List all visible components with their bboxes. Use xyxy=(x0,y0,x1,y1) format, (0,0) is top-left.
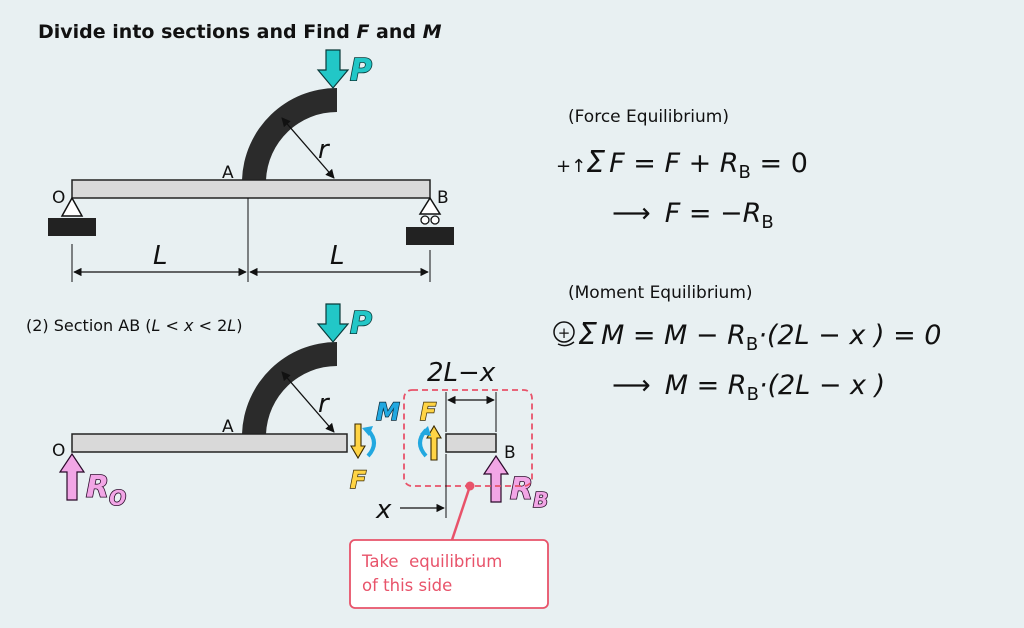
callout-pointer xyxy=(450,485,472,541)
length-dim-label: 2L−x xyxy=(427,358,496,388)
callout-text-line1: Take equilibrium xyxy=(361,552,502,571)
internal-moment-left-label: M xyxy=(376,398,400,426)
x-dim-label: x xyxy=(375,495,392,525)
top-pin-support xyxy=(48,196,96,236)
section-load-label: P xyxy=(350,306,372,341)
reaction-o-label: RO xyxy=(86,470,126,510)
section-point-b: B xyxy=(504,443,516,463)
moment-sign-icon: + xyxy=(553,321,575,347)
callout-text-line2: of this side xyxy=(362,576,452,595)
section-load-arrow xyxy=(316,303,350,343)
force-eq-line2: ⟶F = −RB xyxy=(612,198,774,233)
reaction-o-arrow xyxy=(58,452,86,501)
top-load-label: P xyxy=(350,53,372,88)
section-point-o: O xyxy=(52,441,65,461)
section-beam-right xyxy=(445,433,497,453)
internal-moment-left-arrow xyxy=(362,426,376,458)
section-curved-arm xyxy=(242,342,337,434)
top-radius-label: r xyxy=(318,135,331,165)
top-radius-line xyxy=(281,117,335,179)
section-point-a: A xyxy=(222,417,234,437)
reaction-b-label: RB xyxy=(510,472,548,512)
section-heading: (2) Section AB (L < x < 2L) xyxy=(26,316,242,335)
internal-force-right-label: F xyxy=(420,398,437,426)
top-point-b: B xyxy=(437,188,449,208)
top-span-right-label: L xyxy=(330,241,345,271)
section-beam-left xyxy=(71,433,348,453)
reaction-b-arrow xyxy=(482,454,510,503)
top-roller-support xyxy=(406,196,454,245)
top-curved-arm xyxy=(242,87,337,180)
top-span-left-label: L xyxy=(153,241,168,271)
internal-force-left-arrow xyxy=(350,423,366,460)
internal-moment-right-arrow xyxy=(418,426,431,458)
top-point-o: O xyxy=(52,188,65,208)
callout-pointer-dot xyxy=(465,481,475,491)
moment-eq-heading: (Moment Equilibrium) xyxy=(568,283,753,303)
top-load-arrow xyxy=(316,49,350,89)
force-eq-heading: (Force Equilibrium) xyxy=(568,107,729,127)
moment-eq-line2: ⟶M = RB·(2L − x ) xyxy=(612,370,885,405)
internal-force-left-label: F xyxy=(350,466,367,494)
section-beam-diagram: r P A O B RO RB F M xyxy=(52,303,549,609)
top-beam xyxy=(71,179,431,199)
svg-text:+: + xyxy=(558,324,571,342)
top-beam-diagram: r P A O B L L xyxy=(48,49,454,282)
callout-box xyxy=(349,539,549,609)
section-radius-line xyxy=(281,371,335,433)
section-radius-label: r xyxy=(318,389,331,419)
top-point-a: A xyxy=(222,163,234,183)
page-title: Divide into sections and Find F and M xyxy=(38,21,442,43)
